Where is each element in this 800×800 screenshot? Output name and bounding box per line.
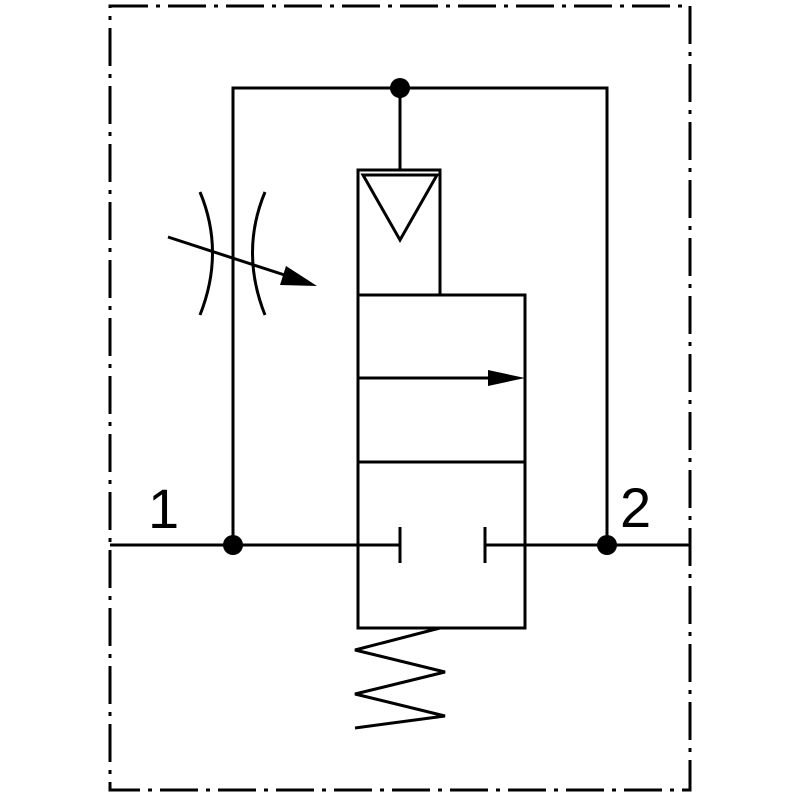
enclosure-border <box>108 4 692 792</box>
port-2-label: 2 <box>620 476 651 539</box>
pilot-triangle <box>360 173 440 244</box>
port-1-label: 1 <box>148 477 179 540</box>
throttle-right-arc <box>251 191 267 316</box>
pilot-line <box>231 86 609 545</box>
spring-icon <box>354 626 446 730</box>
adjust-arrow-line <box>167 235 301 282</box>
junction-dot-right <box>597 535 617 555</box>
flow-arrow-head <box>488 370 525 386</box>
adjust-arrow-head <box>280 266 317 286</box>
junction-dot-top <box>390 78 410 98</box>
junction-dot-left <box>223 535 243 555</box>
throttle-left-arc <box>198 191 214 316</box>
